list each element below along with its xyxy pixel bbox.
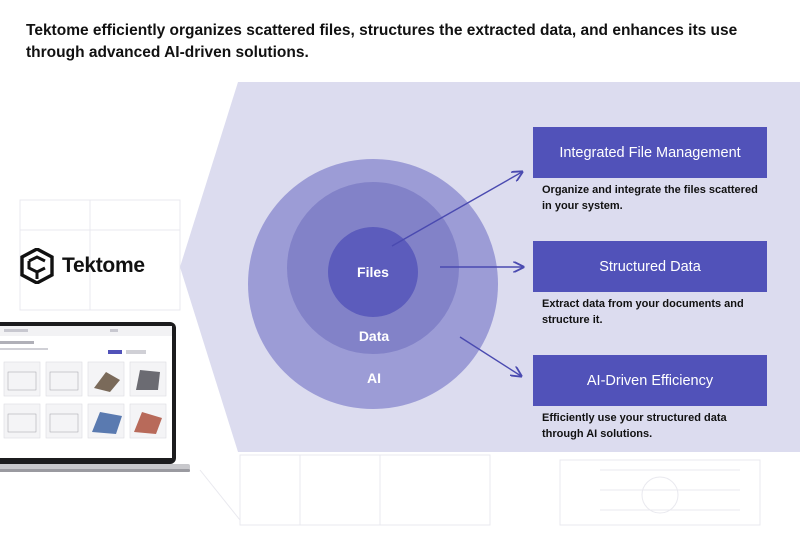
ring-label-files: Files <box>357 264 389 280</box>
feature-desc-file-management: Organize and integrate the files scatter… <box>542 184 758 212</box>
ring-label-data: Data <box>358 328 390 344</box>
feature-box-structured-data: Structured Data <box>533 241 767 292</box>
ring-label-ai: AI <box>367 370 381 386</box>
feature-box-file-management: Integrated File Management <box>533 127 767 178</box>
arrow-to-ai-efficiency <box>459 336 521 376</box>
arrow-to-file-management <box>391 172 522 247</box>
brand-logo: Tektome <box>20 248 145 284</box>
feature-desc-ai-efficiency: Efficiently use your structured data thr… <box>542 412 727 440</box>
laptop-mockup <box>0 322 190 472</box>
feature-desc-structured-data: Extract data from your documents and str… <box>542 298 744 326</box>
ring-inner <box>328 227 418 317</box>
feature-box-ai-efficiency: AI-Driven Efficiency <box>533 355 767 406</box>
tektome-cube-icon <box>20 248 54 284</box>
headline: Tektome efficiently organizes scattered … <box>26 22 738 61</box>
brand-name: Tektome <box>62 254 145 277</box>
